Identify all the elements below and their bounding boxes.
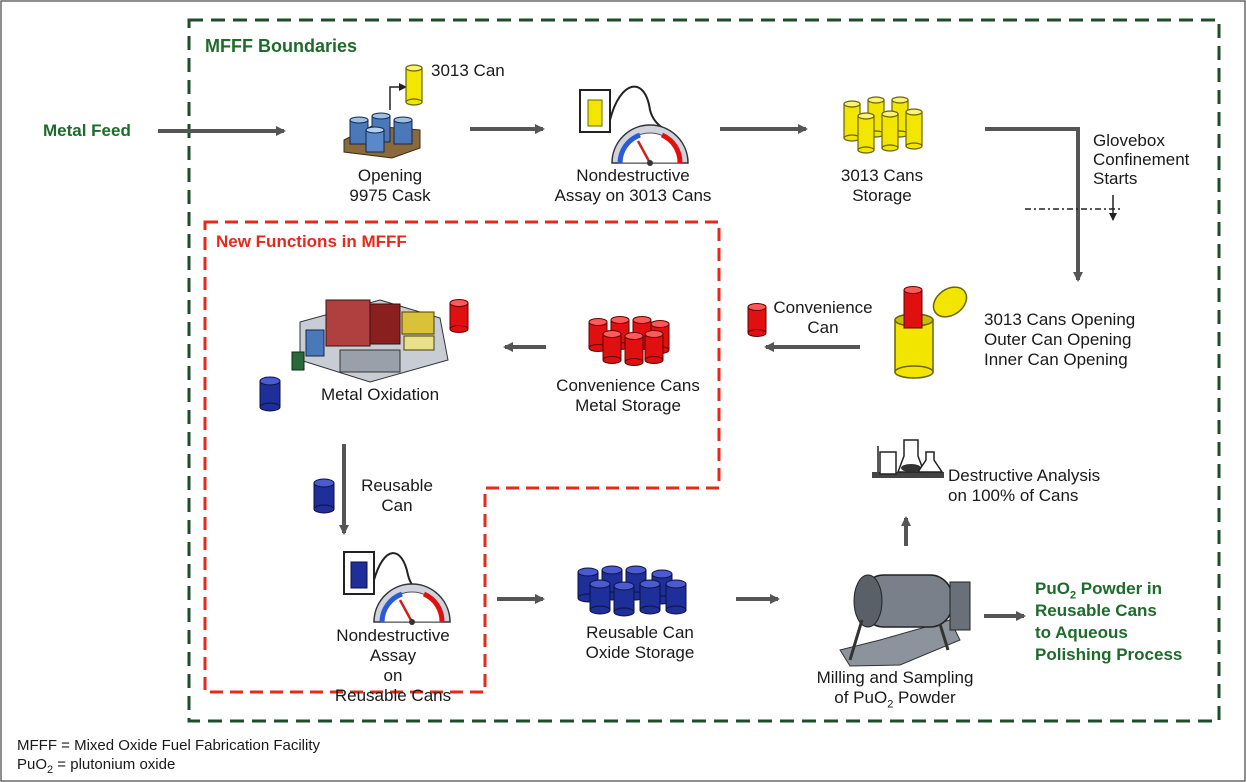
label-line: Convenience bbox=[773, 298, 873, 317]
label-line: Convenience Cans bbox=[556, 376, 700, 395]
label-line: Nondestructive bbox=[576, 166, 690, 185]
can-opening-icon bbox=[894, 286, 968, 379]
oxide-storage-icon bbox=[577, 565, 687, 617]
label-line: PuO2 Powder in bbox=[1035, 578, 1182, 602]
destructive-analysis-label: Destructive Analysis on 100% of Cans bbox=[948, 466, 1100, 506]
label-line: Can bbox=[807, 318, 839, 337]
flow-arrows bbox=[158, 124, 1083, 621]
label-line: Nondestructive bbox=[336, 626, 450, 645]
legend: MFFF = Mixed Oxide Fuel Fabrication Faci… bbox=[17, 736, 320, 776]
label-line: Reusable Can bbox=[586, 623, 694, 642]
convenience-can-label: Convenience Can bbox=[760, 298, 886, 338]
label-part: = plutonium oxide bbox=[53, 756, 176, 773]
label-line: Confinement bbox=[1093, 150, 1190, 169]
convenience-storage-icon bbox=[588, 316, 670, 366]
glovebox-label: Glovebox Confinement Starts bbox=[1093, 131, 1189, 188]
can-opening-label: 3013 Cans Opening Outer Can Opening Inne… bbox=[984, 310, 1135, 370]
label-line: Reusable bbox=[361, 476, 433, 495]
red-can-icon bbox=[449, 299, 469, 333]
can-3013-icon bbox=[389, 64, 423, 110]
new-functions-title: New Functions in MFFF bbox=[216, 232, 407, 251]
label-line: 3013 Cans bbox=[840, 166, 924, 185]
label-line: on bbox=[383, 666, 403, 685]
label-line: Metal Storage bbox=[575, 396, 681, 415]
convenience-storage-label: Convenience Cans Metal Storage bbox=[536, 376, 720, 416]
reusable-can-label: Reusable Can bbox=[352, 476, 442, 516]
label-line: Opening bbox=[357, 166, 423, 185]
label-line: 3013 Cans Opening bbox=[984, 310, 1136, 329]
label-line: Polishing Process bbox=[1035, 645, 1183, 664]
new-functions-boundary bbox=[203, 220, 721, 694]
legend-line: MFFF = Mixed Oxide Fuel Fabrication Faci… bbox=[17, 737, 320, 754]
metal-feed-label: Metal Feed bbox=[43, 121, 131, 140]
label-line: Outer Can Opening bbox=[984, 330, 1132, 349]
label-part: Powder in bbox=[1076, 579, 1163, 598]
label-line: Oxide Storage bbox=[585, 643, 695, 662]
metal-oxidation-equipment-icon bbox=[291, 299, 449, 383]
label-line: Assay bbox=[369, 646, 417, 665]
storage-3013-label: 3013 Cans Storage bbox=[822, 166, 942, 206]
subscript: 2 bbox=[47, 764, 54, 776]
label-line: on 100% of Cans bbox=[948, 486, 1079, 505]
arrow-storage-to-opening bbox=[985, 127, 1083, 282]
milling-label: Milling and Sampling of PuO2 Powder bbox=[795, 668, 995, 711]
cask-icon bbox=[343, 112, 421, 159]
blue-can-icon bbox=[259, 376, 281, 412]
label-line: to Aqueous bbox=[1035, 623, 1128, 642]
label-line: 9975 Cask bbox=[349, 186, 431, 205]
nda-reusable-icon bbox=[343, 551, 450, 625]
analysis-glassware-icon bbox=[872, 439, 944, 478]
label-line: Starts bbox=[1093, 169, 1138, 188]
glovebox-marker bbox=[1025, 195, 1123, 221]
label-part: of PuO bbox=[834, 688, 888, 707]
storage-3013-icon bbox=[843, 96, 923, 154]
boundary-title: MFFF Boundaries bbox=[205, 36, 357, 56]
opening-cask-label: Opening 9975 Cask bbox=[335, 166, 445, 206]
label-line: Milling and Sampling bbox=[816, 668, 974, 687]
label-line: Reusable Cans bbox=[1035, 601, 1157, 620]
metal-oxidation-label: Metal Oxidation bbox=[320, 385, 440, 404]
reusable-can-icon bbox=[313, 478, 335, 514]
label-part: Powder bbox=[893, 688, 956, 707]
nda-reusable-label: Nondestructive Assay on Reusable Cans bbox=[318, 626, 468, 706]
oxide-storage-label: Reusable Can Oxide Storage bbox=[560, 623, 720, 663]
milling-equipment-icon bbox=[839, 574, 971, 667]
output-label: PuO2 Powder in Reusable Cans to Aqueous … bbox=[1035, 578, 1182, 666]
mfff-boundary bbox=[187, 18, 1221, 723]
label-part: PuO bbox=[1035, 579, 1070, 598]
label-part: PuO bbox=[17, 756, 48, 773]
label-line: of PuO2 Powder bbox=[795, 688, 995, 711]
can-3013-label: 3013 Can bbox=[431, 61, 505, 80]
label-line: Assay on 3013 Cans bbox=[554, 186, 712, 205]
label-line: Glovebox bbox=[1093, 131, 1165, 150]
label-line: Can bbox=[381, 496, 413, 515]
label-line: Reusable Cans bbox=[334, 686, 452, 705]
label-line: Inner Can Opening bbox=[984, 350, 1128, 369]
label-line: Storage bbox=[852, 186, 912, 205]
nda-3013-label: Nondestructive Assay on 3013 Cans bbox=[535, 166, 731, 206]
label-line: Destructive Analysis bbox=[948, 466, 1101, 485]
nda-3013-icon bbox=[579, 85, 688, 166]
subscript: 2 bbox=[887, 698, 894, 711]
legend-line: PuO2 = plutonium oxide bbox=[17, 755, 320, 776]
subscript: 2 bbox=[1069, 589, 1077, 602]
